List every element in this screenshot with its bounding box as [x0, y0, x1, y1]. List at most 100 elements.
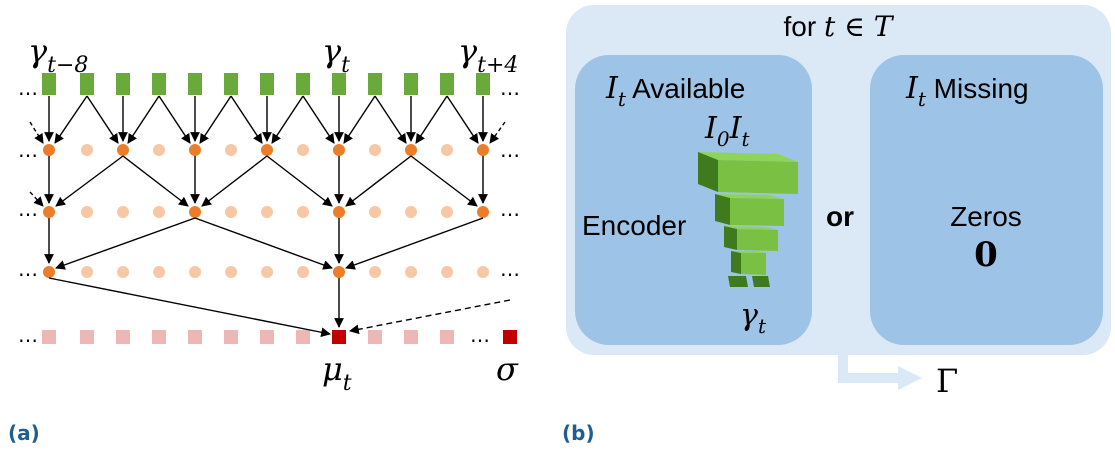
node-inactive [369, 206, 381, 218]
edge [122, 155, 189, 207]
zeros-label: Zeros [950, 201, 1022, 232]
ellipsis-input-left: … [18, 76, 38, 100]
panel-b-caption: (b) [562, 421, 595, 445]
edge [446, 95, 479, 144]
panel-b: for t ∈ T It Available I0It Encoder [562, 5, 1111, 445]
output-square [296, 330, 310, 344]
output-square-mu [332, 330, 346, 344]
encoder-layer-side [715, 194, 730, 225]
panel-a: γt−8 γt γt+4 … … … … … … … … … … [8, 32, 520, 445]
output-square-sigma [503, 330, 517, 344]
layer3-nodes [43, 266, 489, 278]
output-square [260, 330, 274, 344]
layer1-nodes [43, 144, 489, 156]
node-active [43, 206, 55, 218]
encoder-layer-front [730, 198, 784, 226]
output-row [42, 330, 517, 344]
output-square [152, 330, 166, 344]
node-active [333, 266, 345, 278]
encoder-layer-side [698, 152, 718, 192]
missing-box [870, 55, 1103, 345]
node-active [117, 144, 129, 156]
input-square [116, 73, 130, 95]
edge [55, 155, 124, 207]
encoder-layer-top [731, 251, 766, 253]
edge [345, 155, 412, 207]
encoder-layer-top [698, 152, 798, 162]
output-square [440, 330, 454, 344]
input-square [476, 73, 490, 95]
node-active [43, 144, 55, 156]
edge [201, 155, 268, 207]
node-inactive [153, 144, 165, 156]
node-inactive [441, 144, 453, 156]
ellipsis-layer1-left: … [18, 138, 38, 162]
output-square [80, 330, 94, 344]
input-square [188, 73, 202, 95]
node-inactive [369, 266, 381, 278]
input-square [80, 73, 94, 95]
layer2-nodes [43, 206, 489, 218]
node-active [261, 144, 273, 156]
encoder-icon [698, 152, 798, 287]
node-active [189, 144, 201, 156]
node-inactive [441, 266, 453, 278]
node-inactive [189, 266, 201, 278]
input-square [296, 73, 310, 95]
edge [343, 95, 376, 144]
edge [415, 95, 448, 144]
edge [158, 95, 191, 144]
encoder-layer-side [724, 226, 737, 250]
encoder-layer-top [715, 194, 784, 199]
node-inactive [477, 266, 489, 278]
edges-layer2-layer3 [44, 217, 484, 270]
node-inactive [405, 266, 417, 278]
node-inactive [153, 266, 165, 278]
output-square [188, 330, 202, 344]
input-square [368, 73, 382, 95]
node-inactive [369, 144, 381, 156]
encoder-layer-front [718, 160, 798, 194]
gamma-right-label: γt+4 [458, 32, 518, 78]
output-square [116, 330, 130, 344]
missing-title: It Missing [905, 71, 1029, 111]
encoder-foot [728, 276, 748, 287]
node-active [405, 144, 417, 156]
output-square [368, 330, 382, 344]
output-square [224, 330, 238, 344]
encoder-label: Encoder [582, 210, 686, 241]
ellipsis-layer3-left: … [18, 257, 38, 281]
sigma-label: σ [496, 350, 519, 388]
panel-a-caption: (a) [8, 421, 40, 445]
node-inactive [225, 206, 237, 218]
edge [271, 95, 304, 144]
node-inactive [81, 266, 93, 278]
input-square [260, 73, 274, 95]
zeros-value: 0 [974, 235, 998, 275]
encoder-layer-top [724, 226, 778, 230]
edge-dashed [29, 191, 44, 207]
edge [48, 277, 331, 338]
edge [374, 95, 407, 144]
node-inactive [81, 206, 93, 218]
output-square [42, 330, 56, 344]
node-active [43, 266, 55, 278]
or-label: or [826, 201, 854, 232]
ellipsis-layer2-right: … [500, 197, 520, 221]
node-active [333, 206, 345, 218]
gamma-left-label: γt−8 [28, 32, 88, 78]
node-inactive [261, 266, 273, 278]
ellipsis-layer2-left: … [18, 197, 38, 221]
edges-layer1-layer2 [29, 155, 488, 207]
ellipsis-output-left: … [18, 323, 38, 347]
output-square [404, 330, 418, 344]
node-inactive [117, 206, 129, 218]
input-square [152, 73, 166, 95]
edge [54, 95, 88, 144]
ellipsis-layer1-right: … [500, 138, 520, 162]
node-inactive [225, 266, 237, 278]
edge [302, 95, 335, 144]
edge [194, 217, 333, 270]
node-inactive [297, 144, 309, 156]
node-inactive [297, 206, 309, 218]
